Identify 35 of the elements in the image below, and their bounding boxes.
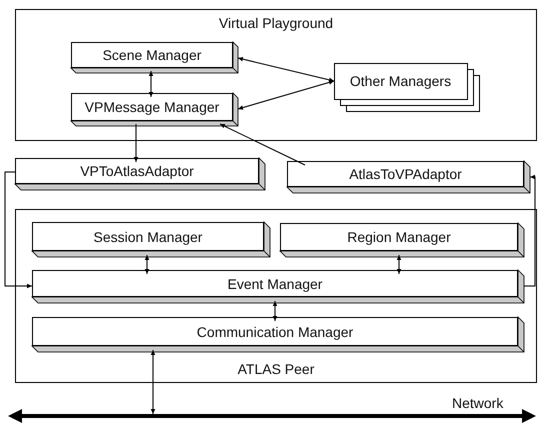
connector-arrow: [4, 172, 32, 288]
module-label: VPMessage Manager: [84, 99, 220, 115]
connector-arrow: [272, 300, 278, 322]
module-box: [32, 317, 524, 352]
module-label: Region Manager: [346, 229, 452, 245]
connector-arrow: [148, 70, 154, 98]
module-label: Other Managers: [348, 73, 452, 89]
bus-label: Network: [452, 395, 504, 411]
stacked-module-box: [334, 63, 480, 111]
module-label: Scene Manager: [102, 47, 202, 63]
group-title: Virtual Playground: [218, 15, 334, 31]
module-label: Session Manager: [92, 228, 204, 244]
module-box: [15, 158, 265, 190]
connector-arrow: [220, 124, 306, 166]
module-box: [32, 270, 524, 303]
connector-arrow: [524, 174, 536, 286]
module-label: Event Manager: [226, 276, 324, 292]
network-bus: [8, 409, 536, 423]
module-label: VPToAtlasAdaptor: [79, 163, 195, 179]
module-box: [71, 42, 238, 73]
connector-arrow: [134, 124, 138, 162]
module-box: [32, 222, 270, 257]
group-frame: [15, 209, 537, 383]
connector-arrow: [144, 254, 150, 274]
module-box: [280, 223, 524, 257]
module-label: AtlasToVPAdaptor: [348, 166, 463, 182]
connector-arrow: [238, 80, 334, 110]
module-label: Communication Manager: [196, 324, 354, 340]
connector-arrow: [238, 56, 334, 82]
module-box: [287, 161, 530, 193]
group-frame: [15, 9, 537, 141]
module-box: [71, 93, 238, 126]
group-title: ATLAS Peer: [236, 361, 316, 377]
connector-arrow: [150, 350, 156, 414]
connector-arrow: [396, 254, 402, 274]
